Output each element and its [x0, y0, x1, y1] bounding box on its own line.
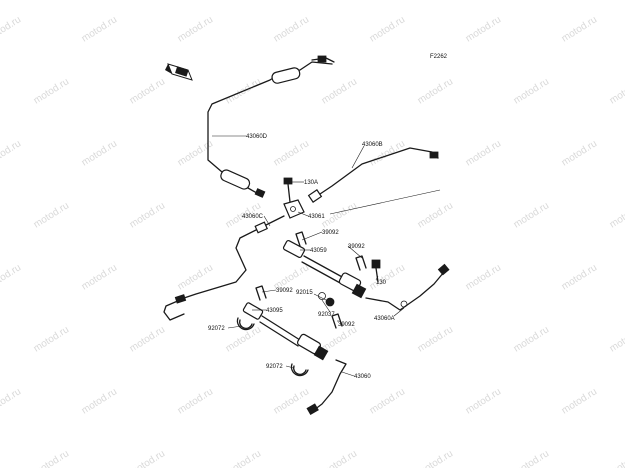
watermark-text: motod.ru [464, 14, 503, 44]
clip-39092-c [255, 285, 267, 301]
callout-43060d: 43060D [246, 134, 268, 140]
watermark-text: motod.ru [32, 324, 71, 354]
callout-92072-b: 92072 [266, 364, 283, 370]
watermark-text: motod.ru [320, 76, 359, 106]
watermark-text: motod.ru [416, 200, 455, 230]
watermark-text: motod.ru [560, 386, 599, 416]
watermark-text: motod.ru [0, 14, 23, 44]
watermark-text: motod.ru [512, 200, 551, 230]
watermark-text: motod.ru [32, 448, 71, 468]
watermark-text: motod.ru [272, 386, 311, 416]
watermark-text: motod.ru [608, 200, 625, 230]
watermark-text: motod.ru [416, 324, 455, 354]
front-direction-icon [165, 63, 193, 81]
brake-line-43060 [306, 359, 347, 416]
watermark-text: motod.ru [32, 76, 71, 106]
watermark-text: motod.ru [176, 262, 215, 292]
watermark-text: motod.ru [464, 262, 503, 292]
watermark-text: motod.ru [128, 448, 167, 468]
protective-sleeve-upper [220, 169, 266, 198]
watermark-text: motod.ru [560, 14, 599, 44]
line-fitting-end [429, 151, 439, 159]
callout-39092-d: 39092 [338, 322, 355, 328]
watermark-text: motod.ru [416, 448, 455, 468]
watermark-text: motod.ru [560, 138, 599, 168]
watermark-text: motod.ru [512, 76, 551, 106]
callout-92072-a: 92072 [208, 326, 225, 332]
callout-130: 130 [376, 280, 387, 286]
watermark-text: motod.ru [128, 200, 167, 230]
callout-39092-c: 39092 [276, 288, 293, 294]
callout-43059: 43059 [310, 248, 327, 254]
watermark-text: motod.ru [464, 138, 503, 168]
leader-lines [212, 135, 405, 377]
figure-code: F2262 [430, 54, 448, 60]
clip-39092-a [295, 231, 307, 247]
bolt-130a [283, 177, 293, 203]
watermark-text: motod.ru [368, 14, 407, 44]
clamp-ring-92072-b [290, 363, 309, 377]
callout-39092-a: 39092 [322, 230, 339, 236]
callout-130a: 130A [304, 180, 318, 186]
callout-43095: 43095 [266, 308, 283, 314]
brake-line-43060d [207, 55, 335, 173]
watermark-text: motod.ru [32, 200, 71, 230]
clip-39092-b [355, 255, 367, 271]
callout-92015: 92015 [296, 290, 313, 296]
watermark-text: motod.ru [80, 138, 119, 168]
brake-line-43060b [307, 147, 439, 203]
callout-43060: 43060 [354, 374, 371, 380]
watermark-text: motod.ru [224, 448, 263, 468]
watermark-text: motod.ru [80, 262, 119, 292]
watermark-text: motod.ru [0, 138, 23, 168]
brake-hose-43095 [242, 302, 329, 361]
watermark-text: motod.ru [0, 262, 23, 292]
clamp-ring-92072-a [236, 317, 255, 331]
watermark-text: motod.ru [416, 76, 455, 106]
brake-line-43060a [365, 263, 450, 311]
watermark-text: motod.ru [0, 386, 23, 416]
callout-43060a: 43060A [374, 316, 395, 322]
callout-43061: 43061 [308, 214, 325, 220]
clip-39092-d [331, 313, 343, 329]
nut-92015 [325, 297, 335, 307]
watermark-text: motod.ru [128, 76, 167, 106]
watermark-text: motod.ru [368, 386, 407, 416]
watermark-text: motod.ru [464, 386, 503, 416]
watermark-text: motod.ru [320, 200, 359, 230]
watermark-text: motod.ru [128, 324, 167, 354]
callout-43060b: 43060B [362, 142, 383, 148]
junction-block-43061 [283, 199, 305, 219]
watermark-text: motod.ru [320, 448, 359, 468]
watermark-text: motod.ru [560, 262, 599, 292]
hose-clamp-sleeve [271, 67, 301, 84]
watermark-text: motod.ru [608, 324, 625, 354]
brake-hose-43059 [282, 239, 367, 299]
watermark-text: motod.ru [80, 386, 119, 416]
reference-line [329, 189, 441, 215]
watermark-text: motod.ru [512, 324, 551, 354]
watermark-text: motod.ru [176, 138, 215, 168]
callout-39092-b: 39092 [348, 244, 365, 250]
bolt-130 [371, 259, 381, 283]
watermark-text: motod.ru [176, 386, 215, 416]
callout-43060c: 43060C [242, 214, 264, 220]
brake-line-43060c [163, 215, 285, 321]
watermark-text: motod.ru [608, 76, 625, 106]
line-fitting-end [317, 55, 327, 63]
watermark-text: motod.ru [80, 14, 119, 44]
watermark-text: motod.ru [608, 448, 625, 468]
watermark-text: motod.ru [176, 14, 215, 44]
callout-92037: 92037 [318, 312, 335, 318]
washer-92037 [318, 292, 326, 300]
watermark-text: motod.ru [272, 14, 311, 44]
watermark-text: motod.ru [512, 448, 551, 468]
watermark-text: motod.ru [272, 138, 311, 168]
